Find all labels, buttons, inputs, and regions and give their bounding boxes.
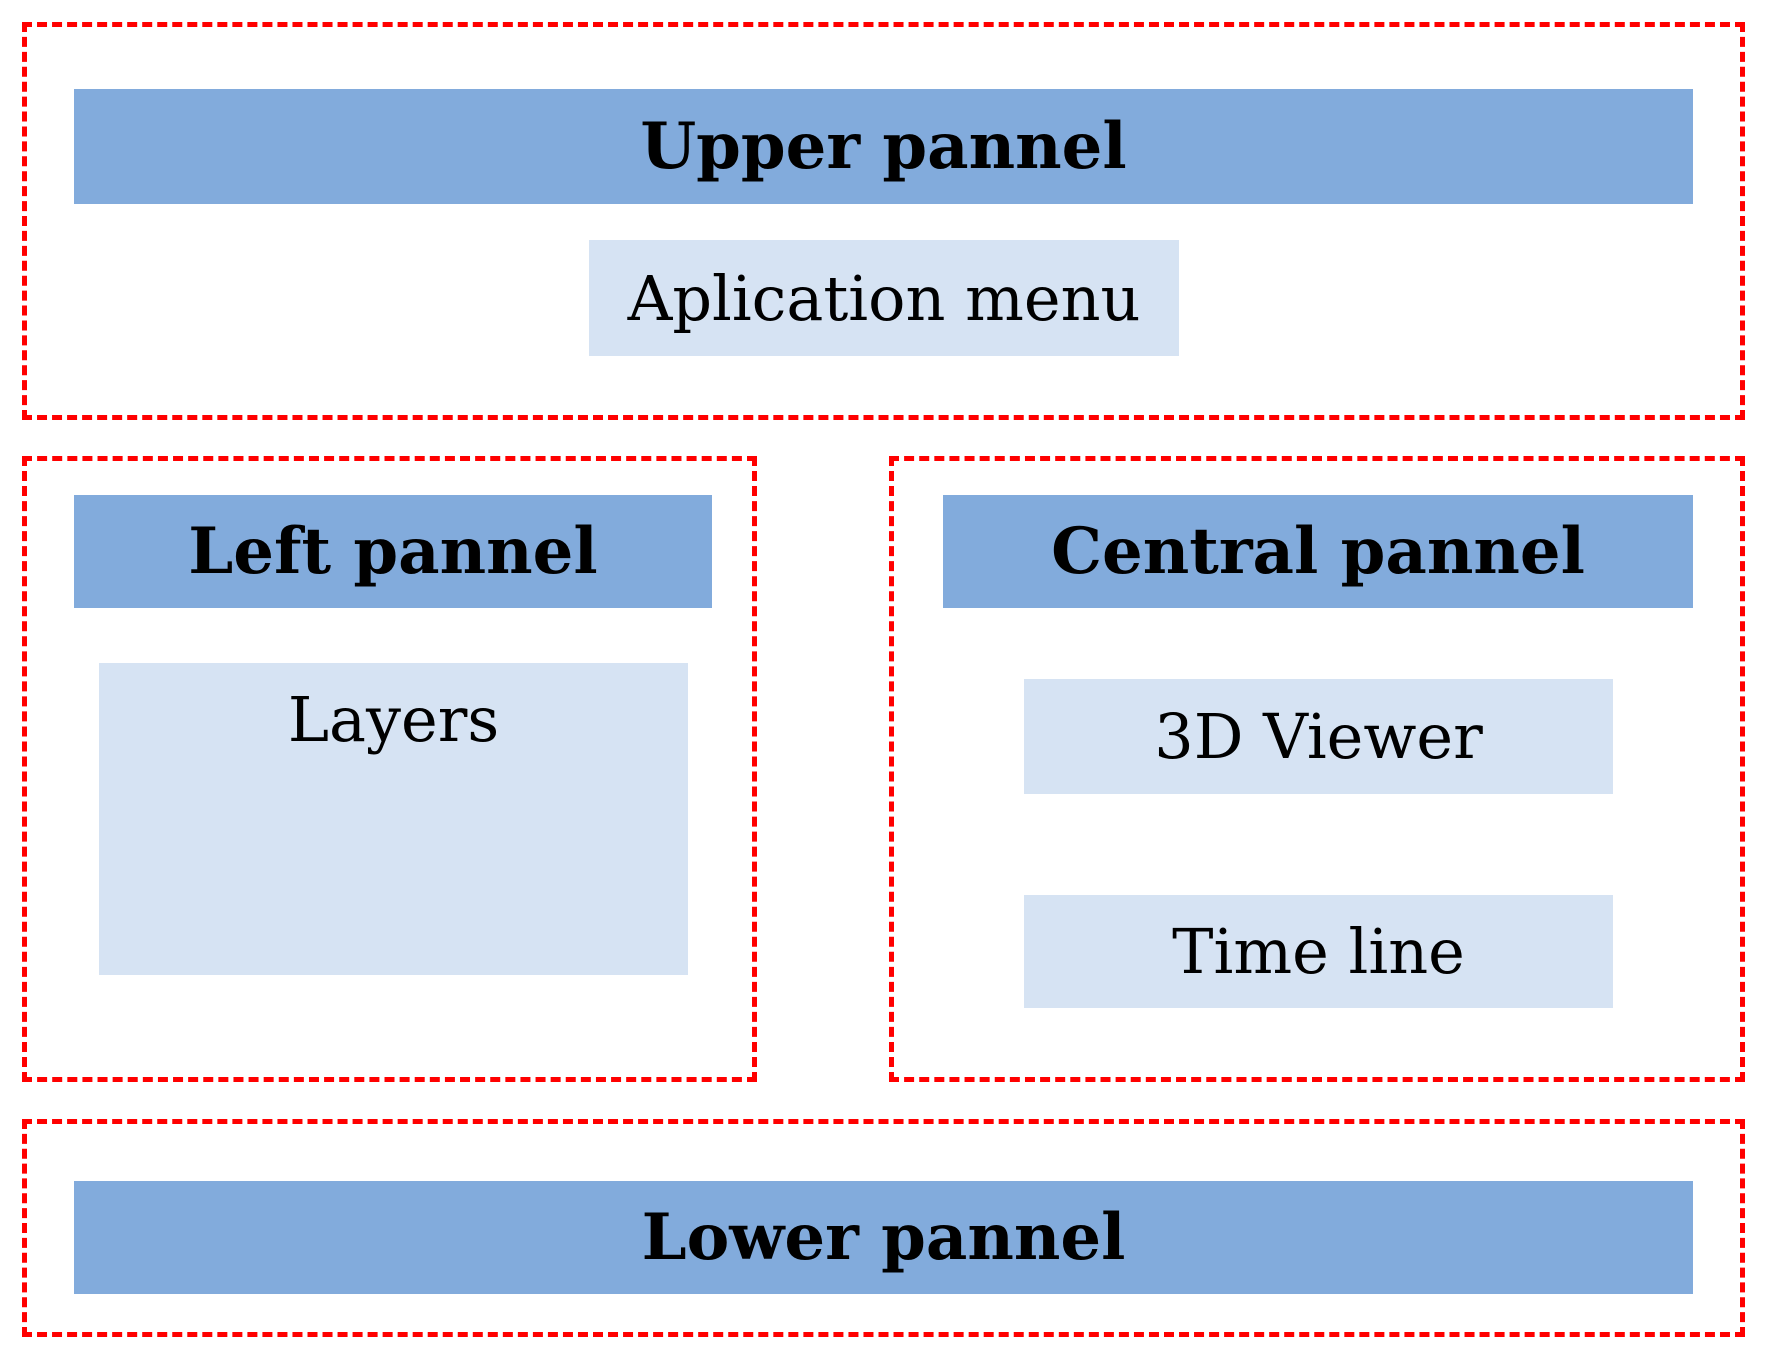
left-panel-header: Left pannel [74, 495, 712, 608]
time-line-box: Time line [1024, 895, 1613, 1008]
3d-viewer-box: 3D Viewer [1024, 679, 1613, 794]
application-menu-box: Aplication menu [589, 240, 1179, 356]
central-panel-header: Central pannel [943, 495, 1693, 608]
lower-region [22, 1119, 1745, 1337]
left-region [22, 456, 757, 1082]
upper-panel-header: Upper pannel [74, 89, 1693, 204]
central-region [889, 456, 1745, 1082]
lower-panel-header: Lower pannel [74, 1181, 1693, 1294]
upper-region [22, 22, 1745, 420]
layers-box: Layers [99, 663, 688, 975]
